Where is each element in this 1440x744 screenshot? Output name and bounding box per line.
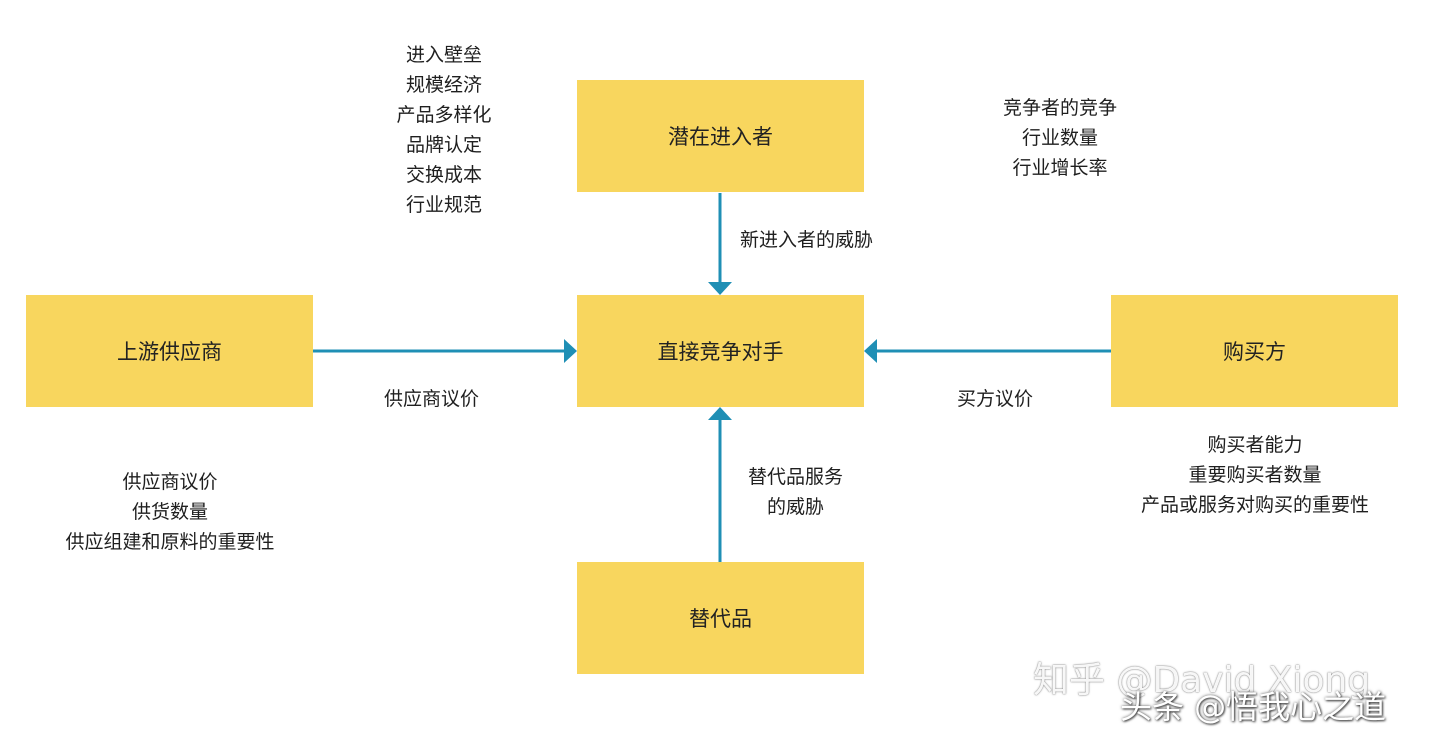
zhihu-watermark: 知乎 @David Xiong [1033,660,1371,701]
arrowhead-suppliers [564,339,577,363]
box-label: 潜在进入者 [668,125,773,149]
toutiao-watermark: 头条 @悟我心之道 [1120,688,1387,726]
factor-item: 产品或服务对购买的重要性 [1140,494,1369,516]
supplier-bargain-label: 供应商议价 [384,388,480,410]
factor-item: 产品多样化 [396,104,492,126]
box-potential-entrants: 潜在进入者 [577,80,864,192]
factor-item: 进入壁垒 [405,44,482,66]
buyer-factor-list: 购买者能力 重要购买者数量 产品或服务对购买的重要性 [1105,430,1405,520]
buyer-bargain-label: 买方议价 [957,388,1034,410]
factor-item: 行业增长率 [1012,157,1108,179]
entrant-threat-label: 新进入者的威胁 [740,229,874,251]
supplier-factor-list: 供应商议价 供货数量 供应组建和原料的重要性 [30,467,310,557]
substitute-threat-line-2: 的威胁 [767,496,825,518]
box-label: 上游供应商 [117,340,222,364]
factor-item: 行业数量 [1021,127,1098,149]
factor-item: 供应商议价 [122,471,218,493]
competitor-factor-list: 竞争者的竞争 行业数量 行业增长率 [960,93,1160,183]
factor-item: 供货数量 [131,501,208,523]
box-buyers: 购买方 [1111,295,1398,407]
substitute-threat-line-1: 替代品服务 [748,466,844,488]
arrowhead-substitutes [708,407,732,420]
factor-item: 规模经济 [405,74,482,96]
factor-item: 交换成本 [405,164,482,186]
factor-item: 购买者能力 [1207,434,1303,456]
factor-item: 竞争者的竞争 [1002,97,1117,119]
box-label: 直接竞争对手 [657,340,784,364]
arrowhead-entrants [708,282,732,295]
box-upstream-suppliers: 上游供应商 [26,295,313,407]
entrant-factor-list: 进入壁垒 规模经济 产品多样化 品牌认定 交换成本 行业规范 [344,40,544,220]
factor-item: 行业规范 [405,194,482,216]
box-substitutes: 替代品 [577,562,864,674]
arrowhead-buyers [864,339,877,363]
factor-item: 品牌认定 [405,134,482,156]
box-label: 购买方 [1223,340,1286,364]
substitute-threat-label: 替代品服务 的威胁 [748,462,843,522]
factor-item: 重要购买者数量 [1188,464,1322,486]
box-label: 替代品 [689,607,752,631]
factor-item: 供应组建和原料的重要性 [65,531,275,553]
box-direct-competitors: 直接竞争对手 [577,295,864,407]
